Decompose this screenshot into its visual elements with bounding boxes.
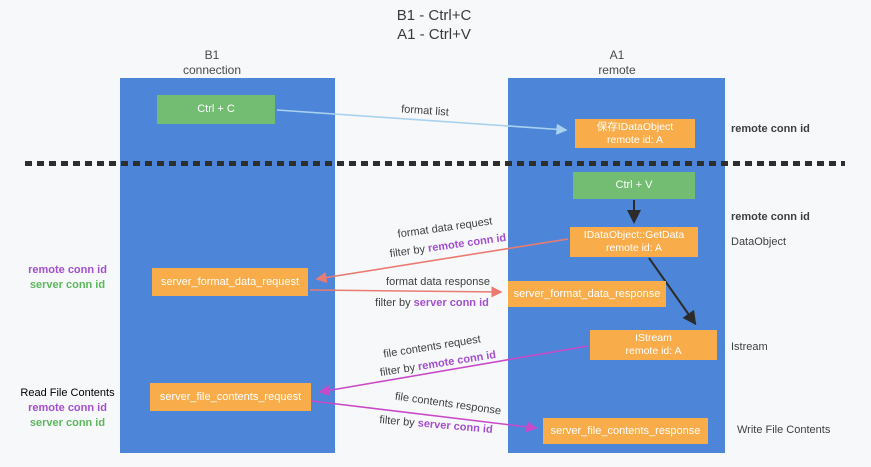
- node-ctrl-v: Ctrl + V: [573, 172, 695, 199]
- node-ctrl-c-label: Ctrl + C: [197, 103, 235, 115]
- node-server-format-data-request-label: server_format_data_request: [160, 275, 300, 288]
- node-save-idataobject-line1: 保存IDataObject: [596, 120, 674, 133]
- node-save-idataobject-line2: remote id: A: [606, 133, 664, 146]
- lane-b1-subtitle: connection: [182, 63, 242, 77]
- node-server-file-contents-response: server_file_contents_response: [543, 418, 708, 444]
- lane-a1-title: A1: [609, 48, 625, 62]
- lane-header-b1: B1 connection: [152, 48, 272, 78]
- node-istream-line2: remote id: A: [625, 345, 682, 357]
- dataobject-label: DataObject: [731, 236, 787, 248]
- node-getdata-line1: IDataObject::GetData: [583, 229, 685, 241]
- left-format-conn-id-labels: remote conn id server conn id: [15, 263, 120, 293]
- lane-b1-title: B1: [204, 48, 220, 62]
- node-getdata-line2: remote id: A: [605, 242, 663, 254]
- left-remote-conn-id: remote conn id: [28, 264, 107, 276]
- node-istream-line1: IStream: [635, 332, 672, 344]
- node-ctrl-v-label: Ctrl + V: [615, 179, 653, 191]
- node-server-format-data-response-label: server_format_data_response: [513, 287, 661, 300]
- node-ctrl-c: Ctrl + C: [157, 95, 275, 124]
- node-server-format-data-request: server_format_data_request: [152, 268, 308, 296]
- left-server-conn-id-2: server conn id: [29, 417, 106, 429]
- server-conn-id-text: server conn id: [413, 297, 489, 309]
- lane-header-a1: A1 remote: [557, 48, 677, 78]
- title-line-1: B1 - Ctrl+C: [396, 7, 472, 24]
- edge-label-format-data-response: format data response: [386, 276, 490, 288]
- right-remote-conn-id-mid: remote conn id: [731, 211, 810, 223]
- diagram-title: B1 - Ctrl+C A1 - Ctrl+V: [284, 6, 584, 44]
- edge-label-filter-format-response: filter by server conn id: [375, 297, 489, 309]
- write-file-contents-label: Write File Contents: [737, 424, 831, 436]
- node-save-idataobject: 保存IDataObject remote id: A: [575, 119, 695, 148]
- node-server-file-contents-request-label: server_file_contents_request: [159, 390, 302, 403]
- edge-label-filter-file-response: filter by server conn id: [379, 414, 493, 436]
- edge-label-file-contents-response: file contents response: [394, 390, 502, 418]
- remote-conn-id-text: remote conn id: [427, 231, 507, 255]
- arrow-format-data-response: [309, 286, 503, 298]
- filter-by-text: filter by: [389, 243, 426, 261]
- right-remote-conn-id-top: remote conn id: [731, 123, 810, 135]
- node-server-file-contents-response-label: server_file_contents_response: [550, 424, 701, 437]
- left-remote-conn-id-2: remote conn id: [28, 402, 107, 414]
- left-server-conn-id: server conn id: [29, 279, 106, 291]
- lane-a1-subtitle: remote: [598, 63, 636, 77]
- left-file-conn-id-labels: Read File Contents remote conn id server…: [15, 386, 120, 431]
- filter-by-text: filter by: [378, 414, 416, 430]
- node-idataobject-getdata: IDataObject::GetData remote id: A: [570, 227, 698, 257]
- title-line-2: A1 - Ctrl+V: [397, 26, 471, 43]
- dashed-separator-line: [25, 161, 845, 166]
- read-file-contents-label: Read File Contents: [20, 387, 115, 399]
- node-server-format-data-response: server_format_data_response: [508, 281, 666, 307]
- filter-by-text: filter by: [375, 297, 411, 309]
- filter-by-text: filter by: [379, 361, 417, 380]
- node-server-file-contents-request: server_file_contents_request: [150, 383, 311, 411]
- node-istream: IStream remote id: A: [590, 330, 717, 360]
- istream-label: Istream: [731, 341, 768, 353]
- server-conn-id-text: server conn id: [417, 417, 494, 436]
- edge-label-format-list: format list: [400, 103, 450, 119]
